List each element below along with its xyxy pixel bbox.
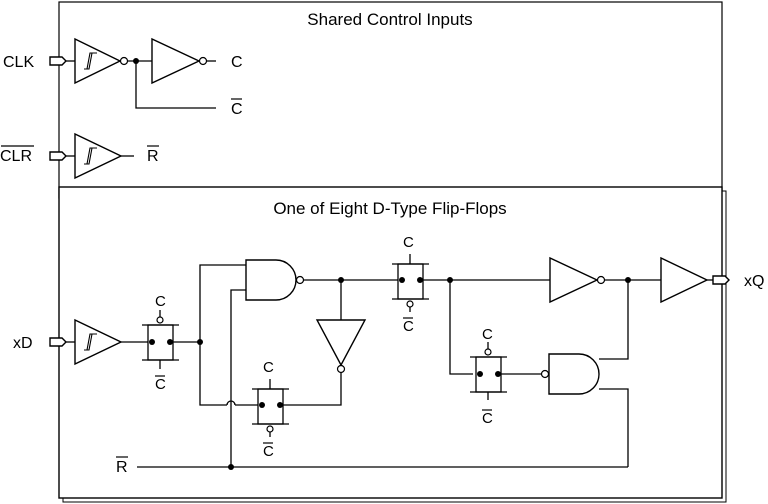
tg-input-clock-label: C <box>155 293 166 310</box>
pin-clk-marker <box>49 56 67 66</box>
tg-feedback-clock-bar-label: C <box>263 443 274 460</box>
pin-q-marker <box>712 275 730 285</box>
tg-input-clock-bar-label: C <box>155 376 166 393</box>
nand-gate-slave <box>540 353 600 395</box>
tg-slave-feedback-clock-bar-label: C <box>482 410 493 427</box>
inverter-c <box>151 37 208 85</box>
schmitt-buffer-d <box>74 318 123 366</box>
pin-label-clk: CLK <box>3 54 34 71</box>
inverter-bubble-clk <box>119 56 129 66</box>
flip-flop-title: One of Eight D-Type Flip-Flops <box>273 199 506 218</box>
signal-label-r-ff: R <box>116 459 128 476</box>
output-buffer <box>660 256 709 304</box>
pin-d-marker <box>49 337 67 347</box>
shared-control-block: Shared Control Inputs CLK C C CLR <box>0 1 723 199</box>
tg-feedback-clock-label: C <box>263 359 274 376</box>
transmission-gate-feedback <box>252 379 289 437</box>
pin-label-q: xQ <box>744 273 764 290</box>
signal-label-r: R <box>147 148 159 165</box>
inverter-feedback <box>315 319 367 374</box>
transmission-gate-slave-feedback <box>470 342 507 400</box>
tg-slave-clock-bar-label: C <box>403 318 414 335</box>
pin-label-clr: CLR <box>0 148 32 165</box>
junction-dot-clear <box>228 464 234 470</box>
signal-label-c-bar: C <box>231 101 243 118</box>
schmitt-buffer-clk <box>74 37 129 85</box>
shared-control-title: Shared Control Inputs <box>307 10 472 29</box>
transmission-gate-input <box>142 310 179 369</box>
signal-label-c: C <box>231 54 243 71</box>
transmission-gate-slave <box>392 254 429 312</box>
pin-clr-marker <box>49 151 67 161</box>
schmitt-buffer-clr <box>74 132 123 180</box>
flip-flop-block: One of Eight D-Type Flip-Flops xD C C <box>13 186 764 503</box>
nand-gate-master <box>245 259 305 301</box>
tg-slave-clock-label: C <box>403 234 414 251</box>
tg-slave-feedback-clock-label: C <box>482 326 493 343</box>
pin-label-d: xD <box>13 335 33 352</box>
